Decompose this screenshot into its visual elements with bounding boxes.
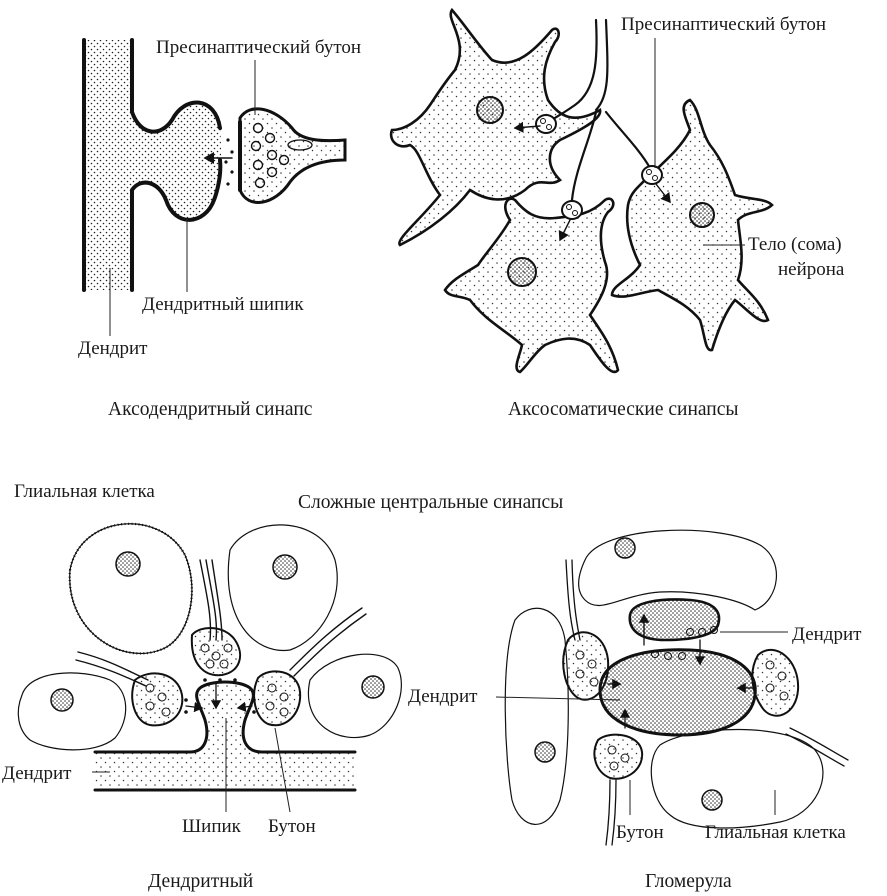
glomerulus-dendrite-left-label: Дендрит: [408, 686, 478, 707]
glomerulus-glial-label: Глиальная клетка: [705, 822, 846, 843]
glomerulus-glial-top: [578, 529, 777, 611]
dendritic-complex-panel: Глиальная клетка Дендрит Шипик Бутон Ден…: [2, 481, 402, 892]
axosomatic-presynaptic-label: Пресинаптический бутон: [621, 14, 826, 35]
glomerulus-top-dendrite: [628, 598, 721, 642]
dendritic-spine-label: Шипик: [182, 816, 242, 837]
axodendritic-caption: Аксодендритный синапс: [108, 399, 313, 420]
glomerulus-glial-left: [504, 607, 569, 825]
neuron-soma-1: [389, 7, 602, 247]
axodendritic-panel: Пресинаптический бутон Дендритный шипик …: [78, 37, 361, 420]
dendrite-shaft: [84, 40, 222, 290]
axodendritic-presynaptic-label: Пресинаптический бутон: [156, 37, 361, 58]
dendritic-glial-label: Глиальная клетка: [14, 481, 155, 502]
glomerulus-bouton-label: Бутон: [616, 822, 664, 843]
glial-cell-4: [307, 653, 402, 739]
dendrite-shaft-lower: [95, 682, 355, 790]
glial-cell-3: [17, 672, 127, 751]
neuron-soma-2: [443, 197, 620, 374]
axosomatic-soma-label-line1: Тело (сома): [748, 234, 842, 255]
dendritic-caption: Дендритный: [148, 871, 253, 892]
glomerulus-dendrite-top-label: Дендрит: [792, 624, 862, 645]
glomerulus-caption: Гломерула: [645, 871, 732, 892]
dendritic-bouton-label: Бутон: [268, 816, 316, 837]
presynaptic-bouton: [238, 107, 347, 204]
axodendritic-spine-label: Дендритный шипик: [142, 294, 304, 315]
glomerulus-panel: Дендрит Дендрит Бутон Глиальная клетка Г…: [408, 529, 862, 892]
glial-cell-1: [68, 522, 193, 655]
dendritic-dendrite-label: Дендрит: [2, 763, 72, 784]
axosomatic-soma-label-line2: нейрона: [778, 259, 845, 280]
glial-cell-2: [227, 524, 338, 652]
complex-synapses-title: Сложные центральные синапсы: [298, 492, 563, 513]
axodendritic-dendrite-label: Дендрит: [78, 338, 148, 359]
glomerulus-central-dendrite: [598, 648, 757, 737]
axosomatic-caption: Аксосоматические синапсы: [508, 399, 738, 420]
axosomatic-panel: Пресинаптический бутон Тело (сома) нейро…: [389, 7, 845, 420]
glomerulus-glial-bottom: [650, 728, 824, 829]
neuron-soma-3: [610, 98, 774, 352]
